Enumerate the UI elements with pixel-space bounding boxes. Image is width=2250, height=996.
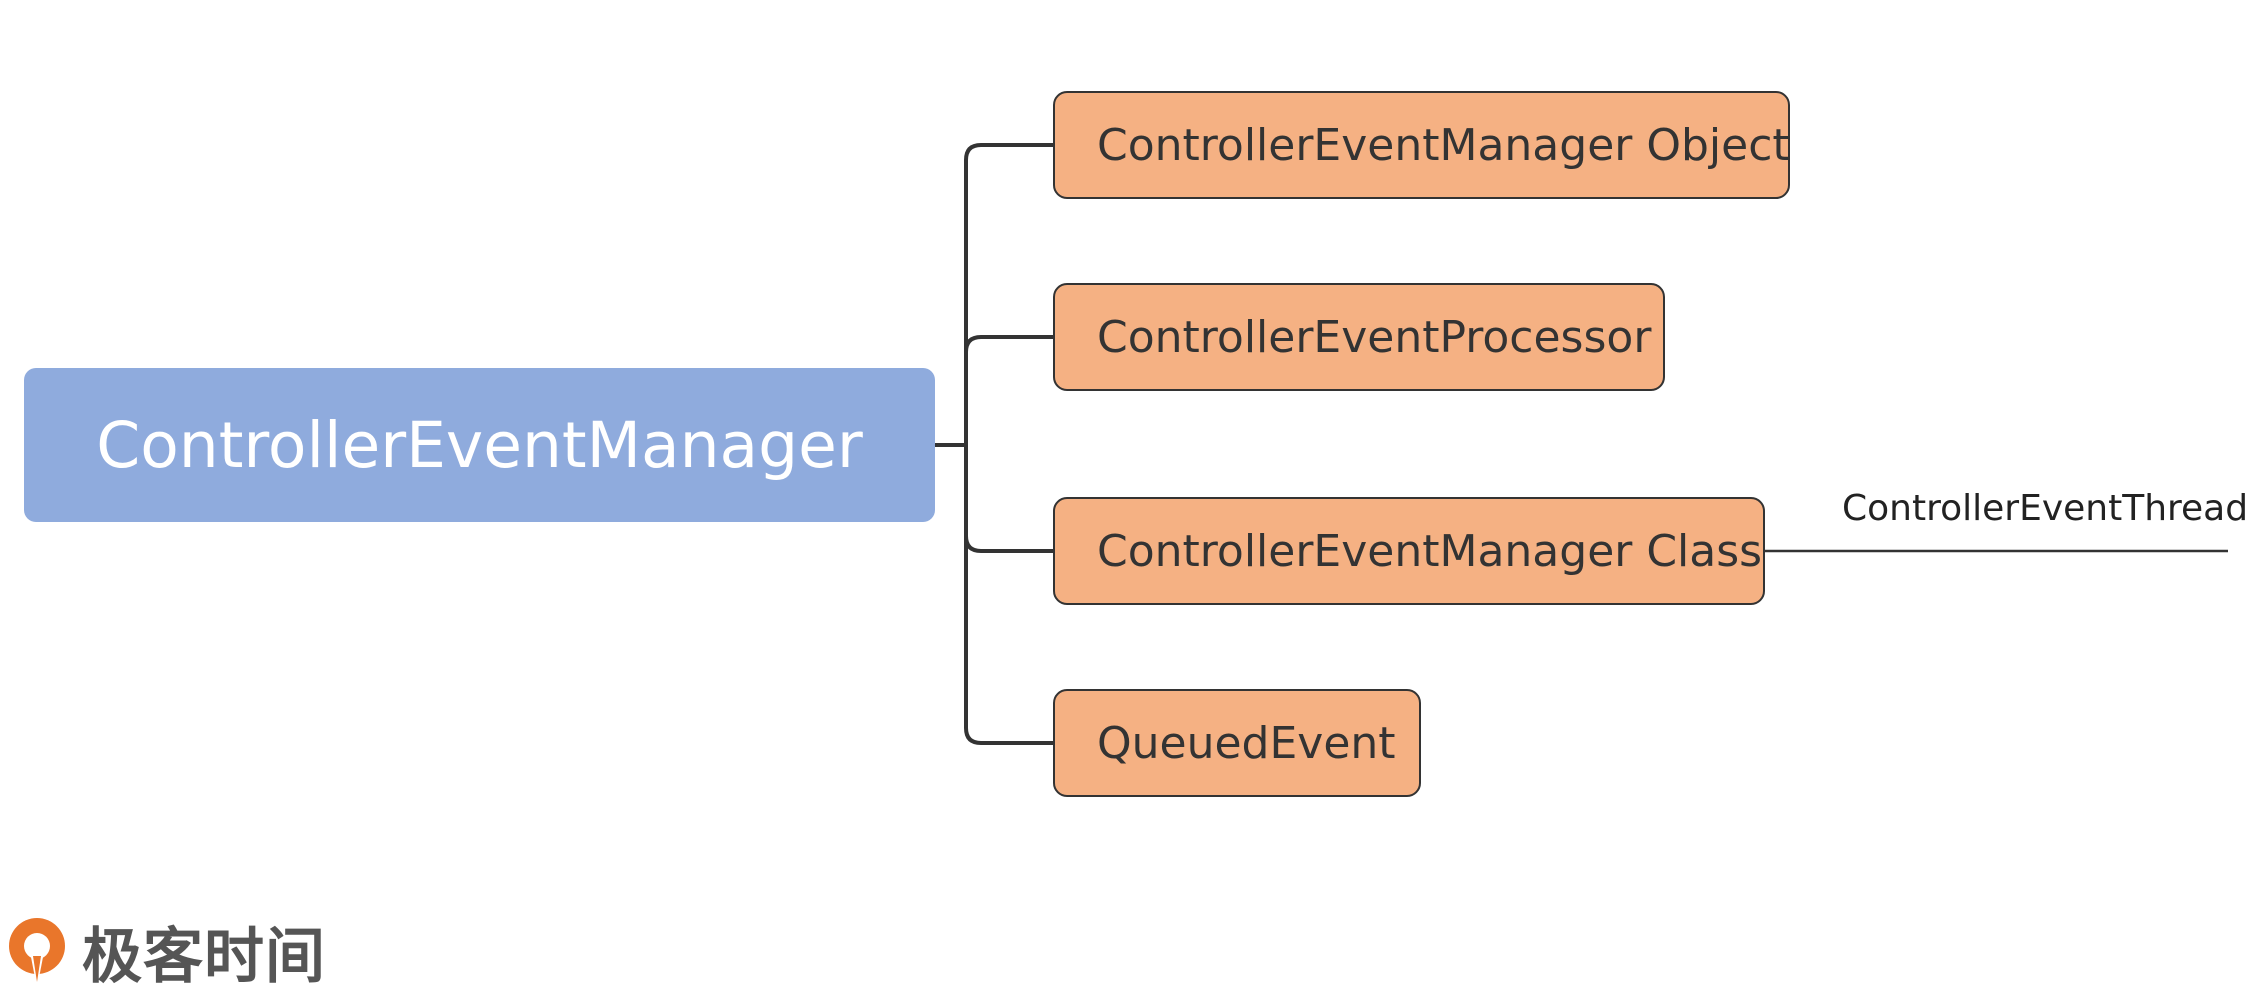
child-node-label: ControllerEventProcessor xyxy=(1097,311,1652,363)
branch-connector-1 xyxy=(964,335,1053,445)
geektime-logo-text: 极客时间 xyxy=(82,921,326,992)
child-node-controller-event-manager-object: ControllerEventManager Object xyxy=(1053,91,1790,199)
child-node-label: ControllerEventManager Object xyxy=(1097,119,1790,171)
root-node-label: ControllerEventManager xyxy=(96,408,863,482)
child-node-label: QueuedEvent xyxy=(1097,717,1396,769)
child-node-controller-event-manager-class: ControllerEventManager Class xyxy=(1053,497,1765,605)
branch-connector-0 xyxy=(964,143,1053,445)
branch-connector-3 xyxy=(964,445,1053,745)
root-node: ControllerEventManager xyxy=(24,368,935,522)
leaf-label-controller-event-thread: ControllerEventThread xyxy=(1842,488,2249,529)
geektime-logo-icon xyxy=(9,918,65,988)
geektime-logo: 极客时间 xyxy=(2,908,326,994)
child-node-controller-event-processor: ControllerEventProcessor xyxy=(1053,283,1665,391)
child-node-label: ControllerEventManager Class xyxy=(1097,525,1763,577)
child-node-queued-event: QueuedEvent xyxy=(1053,689,1421,797)
branch-connector-2 xyxy=(964,445,1053,553)
